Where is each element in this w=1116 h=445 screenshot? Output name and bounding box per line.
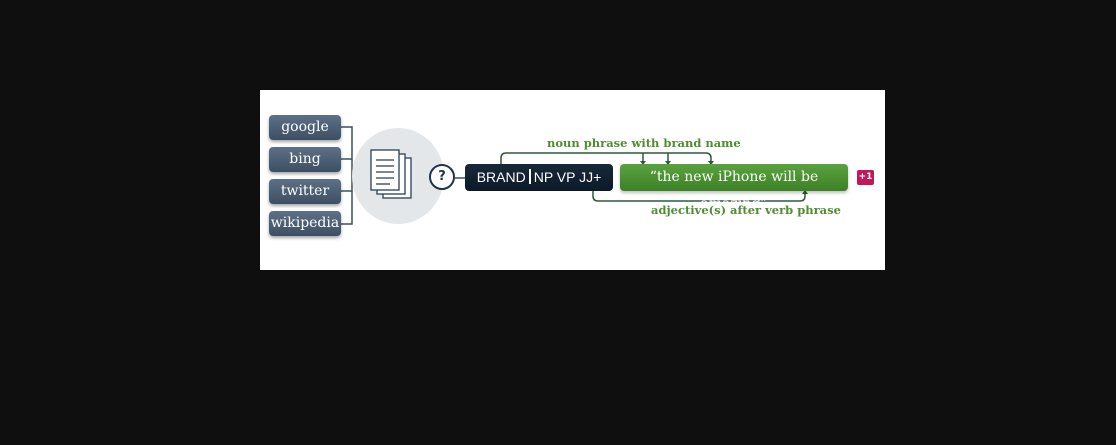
arrow-amazing: [802, 190, 808, 194]
question-mark-icon: ?: [429, 164, 455, 190]
source-google: google: [269, 115, 341, 140]
pattern-rest: NP VP JJ+: [533, 169, 602, 185]
adjective-bracket: [592, 191, 806, 202]
diagram-panel: google bing twitter wikipedia ? BRAND NP …: [260, 90, 885, 270]
annotation-adjective: adjective(s) after verb phrase: [651, 203, 841, 217]
pattern-brand: BRAND: [476, 169, 526, 185]
source-twitter: twitter: [269, 179, 341, 204]
pattern-box: BRAND NP VP JJ+: [465, 164, 613, 191]
noun-phrase-bracket: [500, 152, 712, 164]
pattern-separator: [528, 169, 531, 184]
arrow-new: [665, 161, 671, 165]
score-badge: +1: [857, 170, 874, 185]
arrow-iphone: [708, 161, 714, 165]
documents-icon-overlay: [370, 149, 412, 199]
source-bing: bing: [269, 147, 341, 172]
annotation-noun-phrase: noun phrase with brand name: [547, 136, 741, 150]
source-wikipedia: wikipedia: [269, 211, 341, 236]
example-phrase: “the new iPhone will be amazing”: [620, 164, 848, 212]
arrow-the: [640, 161, 646, 165]
